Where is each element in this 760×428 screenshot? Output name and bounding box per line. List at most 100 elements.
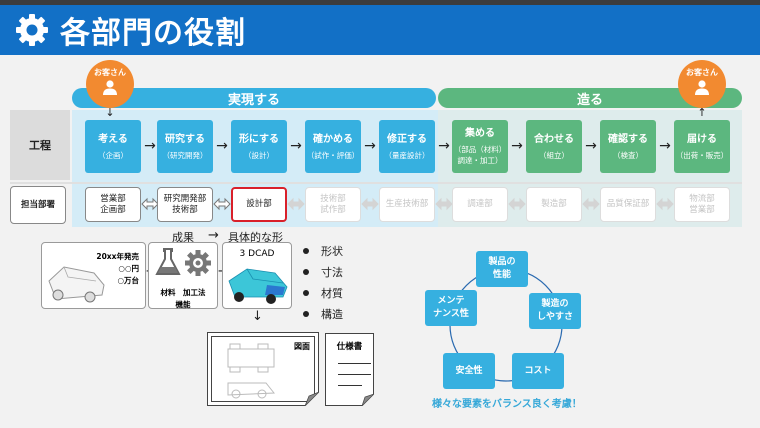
row-label-process: 工程	[10, 110, 70, 180]
drawing-document: 図面	[207, 332, 319, 406]
double-arrow-icon	[213, 197, 231, 211]
cad-box: 3 DCAD	[222, 242, 292, 309]
customer-label: お客さん	[94, 68, 126, 77]
arrow-right-icon: →	[144, 138, 156, 154]
double-arrow-icon	[361, 197, 379, 211]
customer-label: お客さん	[686, 68, 718, 77]
step-title: 形にする	[238, 133, 280, 145]
balance-factor: 製品の 性能	[476, 251, 528, 287]
spec-line	[338, 385, 362, 386]
person-icon	[103, 80, 117, 95]
attribute-list: 形状 寸法 材質 構造	[303, 240, 343, 324]
process-step: 研究する（研究開発）	[157, 120, 213, 173]
double-arrow-icon	[656, 197, 674, 211]
arrow-right-icon: →	[364, 138, 376, 154]
department-box: 調達部	[452, 187, 508, 222]
flask-icon	[155, 248, 181, 275]
arrow-down-icon: ↓	[105, 106, 115, 119]
arrow-right-icon: →	[511, 138, 523, 154]
balance-factor: 安全性	[443, 353, 495, 389]
process-step: 形にする （設計）	[231, 120, 287, 173]
step-subtitle: （量産設計）	[384, 150, 430, 160]
gear-icon	[185, 250, 211, 276]
process-step: 集める （部品（材料） 調達・加工）	[452, 120, 508, 173]
step-subtitle: （設計）	[244, 150, 274, 160]
arrow-right-icon: →	[208, 228, 219, 243]
step-title: 考える	[98, 133, 128, 145]
spec-line	[338, 363, 371, 364]
process-step: 合わせる （組立）	[526, 120, 582, 173]
double-arrow-icon	[435, 197, 453, 211]
arrow-up-icon: ↑	[697, 106, 707, 119]
volume: ○万台	[117, 276, 139, 285]
row-label-departments: 担当部署	[10, 186, 66, 224]
top-border	[0, 0, 760, 5]
department-box: 設計部	[231, 187, 287, 222]
phase-build: 造る	[438, 88, 742, 108]
department-box: 研究開発部 技術部	[157, 187, 213, 222]
step-title: 修正する	[387, 133, 427, 145]
arrow-down-icon: ↓	[252, 309, 263, 324]
attribute-item: 構造	[303, 303, 343, 324]
step-subtitle: （検査）	[613, 150, 643, 160]
person-icon	[695, 80, 709, 95]
drawing-label: 図面	[294, 342, 310, 351]
spec-label: 仕様書	[336, 342, 363, 352]
process-step: 届ける （出荷・販売）	[674, 120, 730, 173]
double-arrow-icon	[508, 197, 526, 211]
department-box: 製造部	[526, 187, 582, 222]
step-subtitle: （組立）	[539, 150, 569, 160]
process-step: 確認する （検査）	[600, 120, 656, 173]
step-subtitle: （出荷・販売）	[675, 150, 729, 160]
process-step: 考える（企画）	[85, 120, 141, 173]
customer-start: お客さん	[86, 60, 134, 108]
rd-box: 材料 加工法 機能	[148, 242, 218, 309]
tagline: 様々な要素をバランス良く考慮！	[432, 399, 582, 410]
result-label: 成果	[172, 231, 194, 244]
attribute-item: 材質	[303, 282, 343, 303]
page-title: 各部門の役割	[60, 16, 246, 51]
department-box: 営業部 企画部	[85, 187, 141, 222]
balance-factor: コスト	[512, 353, 564, 389]
arrow-right-icon: →	[216, 138, 228, 154]
spec-document: 仕様書	[325, 333, 374, 406]
process-step: 修正する （量産設計）	[379, 120, 435, 173]
arrow-right-icon: →	[659, 138, 671, 154]
balance-factor: メンテ ナンス性	[425, 290, 477, 326]
customer-end: お客さん	[678, 60, 726, 108]
attribute-item: 形状	[303, 240, 343, 261]
step-title: 合わせる	[534, 133, 574, 145]
department-box: 物流部 営業部	[674, 187, 730, 222]
row-divider	[10, 182, 742, 184]
rd-function: 機能	[175, 300, 191, 309]
rd-materials-methods: 材料 加工法	[160, 288, 206, 297]
arrow-right-icon: →	[290, 138, 302, 154]
phase-realize: 実現する	[72, 88, 436, 108]
plan-box: 20xx年発売 ○○円 ○万台	[41, 242, 146, 309]
arrow-right-icon: →	[585, 138, 597, 154]
page-curl-icon	[362, 394, 374, 406]
cad-title: 3 DCAD	[239, 249, 275, 259]
double-arrow-icon	[287, 197, 305, 211]
department-box: 品質保証部	[600, 187, 656, 222]
step-subtitle: （研究開発）	[162, 150, 208, 160]
price: ○○円	[118, 264, 139, 273]
gear-icon	[16, 14, 48, 46]
department-box: 技術部 試作部	[305, 187, 361, 222]
department-box: 生産技術部	[379, 187, 435, 222]
page-curl-icon	[305, 392, 319, 406]
step-title: 確認する	[608, 133, 648, 145]
arrow-right-icon: →	[438, 138, 450, 154]
step-subtitle: （試作・評価）	[306, 150, 360, 160]
double-arrow-icon	[582, 197, 600, 211]
slide-header: 各部門の役割	[0, 5, 760, 55]
spec-line	[338, 374, 371, 375]
step-title: 集める	[465, 128, 495, 139]
step-title: 届ける	[687, 133, 717, 145]
process-step: 確かめる （試作・評価）	[305, 120, 361, 173]
car-outline-icon	[48, 266, 105, 303]
cad-car-icon	[228, 268, 288, 304]
step-subtitle: （部品（材料） 調達・加工）	[453, 145, 507, 165]
step-title: 確かめる	[313, 133, 353, 145]
concrete-form-label: 具体的な形	[228, 231, 283, 244]
